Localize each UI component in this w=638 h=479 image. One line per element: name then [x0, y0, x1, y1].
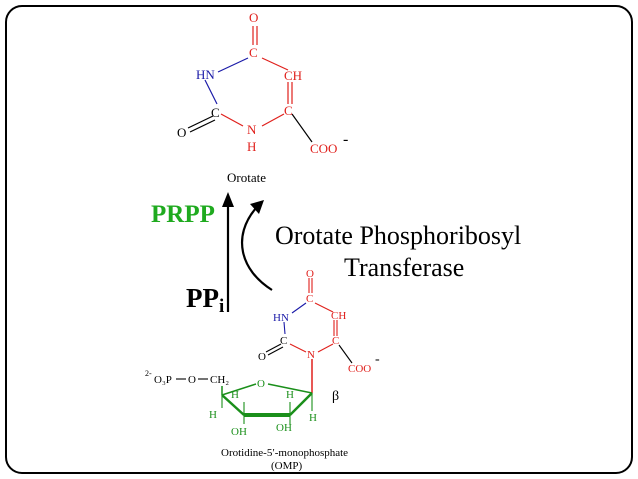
reaction-arrows [222, 192, 273, 312]
orotate-ch: CH [284, 68, 302, 83]
omp-charge: - [375, 352, 380, 367]
omp-ring-o: O [257, 378, 265, 390]
orotate-c-left: C [211, 105, 220, 120]
orotate-structure: O C HN CH C C O N H COO - Orotate [177, 10, 348, 185]
omp-label-line2: (OMP) [271, 460, 303, 472]
omp-oh2: OH [276, 422, 292, 434]
orotate-charge: - [343, 131, 348, 148]
orotate-hn: HN [196, 67, 215, 82]
orotate-o-top: O [249, 10, 258, 25]
orotate-label: Orotate [227, 170, 266, 185]
pp-subscript: i [219, 296, 224, 317]
omp-h4: H [309, 412, 317, 424]
omp-o-top: O [306, 268, 314, 280]
orotate-n: N [247, 122, 257, 137]
omp-c-right: C [332, 335, 339, 347]
omp-h3: H [209, 409, 217, 421]
omp-label-line1: Orotidine-5′-monophosphate [221, 447, 348, 459]
orotate-h: H [247, 139, 256, 154]
omp-phosphate-charge: 2- [145, 369, 152, 378]
omp-n: N [307, 349, 315, 361]
enzyme-name-line1: Orotate Phosphoribosyl [275, 221, 521, 250]
prpp-label: PRPP [151, 201, 215, 228]
omp-h1: H [231, 389, 239, 401]
omp-h2: H [286, 389, 294, 401]
omp-oh1: OH [231, 426, 247, 438]
omp-c-left: C [280, 335, 287, 347]
orotate-o-left: O [177, 125, 186, 140]
orotate-c-right: C [284, 103, 293, 118]
omp-ester-o: O [188, 374, 196, 386]
omp-c-top: C [306, 293, 313, 305]
enzyme-name-line2: Transferase [344, 253, 464, 282]
omp-coo: COO [348, 363, 371, 375]
pp-label: PPi [186, 283, 224, 317]
omp-phosphate: O₃P [154, 374, 172, 386]
omp-structure: O C HN CH C C O N COO - 2- O₃P O CH₂ O H… [145, 268, 380, 472]
omp-o-left: O [258, 351, 266, 363]
omp-ch2: CH₂ [210, 374, 229, 386]
slide-frame [5, 5, 633, 474]
orotate-coo: COO [310, 141, 337, 156]
omp-beta: β [332, 389, 339, 404]
omp-hn: HN [273, 312, 289, 324]
omp-ch: CH [331, 310, 346, 322]
orotate-c-top: C [249, 45, 258, 60]
